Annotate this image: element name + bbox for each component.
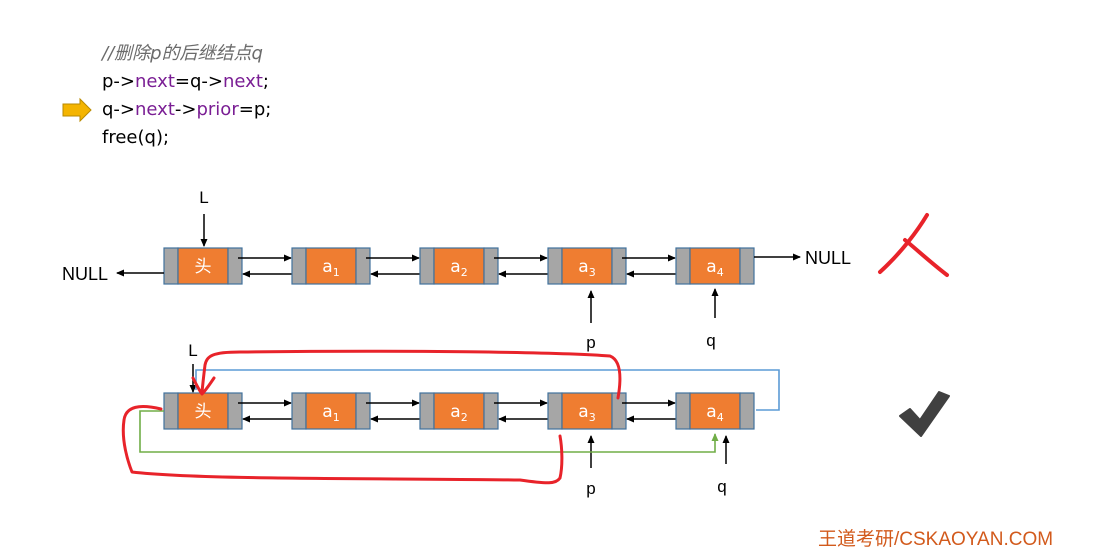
bottom-list-node-0: 头 [163,392,243,430]
bottom-list-node-prior-field [419,392,435,430]
code-keyword: next [135,99,175,120]
bottom-p-label: p [586,479,595,498]
code-comment: //删除p的后继结点q [102,43,263,64]
code-keyword: next [135,71,175,92]
top-list-node-next-field [611,247,627,285]
code-token: =q-> [174,71,223,92]
top-list-node-data-field [433,247,485,285]
top-list-node-prior-field [547,247,563,285]
code-token: q-> [102,99,136,120]
bottom-list-node-next-field [227,392,243,430]
bottom-list-node-prior-field [163,392,179,430]
bottom-list-node-next-field [739,392,755,430]
top-list-node-data-field [177,247,229,285]
correct-mark-icon [899,391,950,437]
top-list-node-next-field [739,247,755,285]
bottom-list-node-4: a4 [675,392,755,430]
code-line-1: p->next=q->next; [102,68,271,96]
bottom-list-node-subscript: 4 [717,411,724,424]
code-line-3: free(q); [102,127,170,148]
top-head-pointer-label: L [199,188,208,207]
code-token: p-> [102,71,136,92]
code-token: ; [262,71,269,92]
code-token: -> [174,99,197,120]
top-list-node-next-field [483,247,499,285]
top-list-node-subscript: 3 [589,266,596,279]
top-q-label: q [706,331,715,350]
bottom-list-node-label: 头 [195,402,212,422]
bottom-list-node-subscript: 1 [333,411,340,424]
top-list-node-data-field [561,247,613,285]
top-list-node-4: a4 [675,247,755,285]
top-list: 头 a1 a2 a3 a4 [163,247,755,285]
bottom-list-node-subscript: 2 [461,411,468,424]
code-keyword: prior [196,99,239,120]
top-list-node-next-field [227,247,243,285]
top-list-node-2: a2 [419,247,499,285]
bottom-list-node-subscript: 3 [589,411,596,424]
bottom-list-node-1: a1 [291,392,371,430]
bottom-list-node-2: a2 [419,392,499,430]
top-list-node-next-field [355,247,371,285]
bottom-list-node-prior-field [675,392,691,430]
top-list-node-subscript: 2 [461,266,468,279]
top-list-node-prior-field [291,247,307,285]
top-list-node-0: 头 [163,247,243,285]
circular-next-link [195,369,780,411]
bottom-list: 头 a1 a2 a3 a4 [163,392,755,430]
bottom-list-node-data-field [561,392,613,430]
bottom-q-label: q [717,477,726,496]
code-keyword: next [223,71,263,92]
top-list-node-prior-field [163,247,179,285]
bottom-list-node-prior-field [291,392,307,430]
wrong-mark-icon [878,213,949,277]
bottom-list-node-3: a3 [547,392,627,430]
code-line-2: q->next->prior=p; [102,96,271,124]
circular-prior-link [139,410,719,453]
bottom-list-node-next-field [355,392,371,430]
top-list-node-data-field [305,247,357,285]
current-line-arrow-icon [62,97,92,123]
code-token: =p; [238,99,272,120]
top-list-node-3: a3 [547,247,627,285]
top-list-node-label: 头 [195,257,212,277]
top-left-null: NULL [62,264,108,284]
top-list-node-prior-field [419,247,435,285]
red-annotation-prior-link [121,405,564,485]
top-list-node-subscript: 4 [717,266,724,279]
top-list-node-prior-field [675,247,691,285]
top-list-node-1: a1 [291,247,371,285]
bottom-list-node-data-field [689,392,741,430]
bottom-list-node-next-field [483,392,499,430]
code-block: //删除p的后继结点q p->next=q->next; q->next->pr… [102,40,271,152]
top-right-null: NULL [805,248,851,268]
footer-watermark: 王道考研/CSKAOYAN.COM [818,529,1054,550]
red-annotation-next-link [191,349,622,400]
bottom-head-pointer-label: L [188,341,197,360]
top-p-label: p [586,333,595,352]
top-list-node-subscript: 1 [333,266,340,279]
bottom-list-node-data-field [305,392,357,430]
bottom-list-node-prior-field [547,392,563,430]
